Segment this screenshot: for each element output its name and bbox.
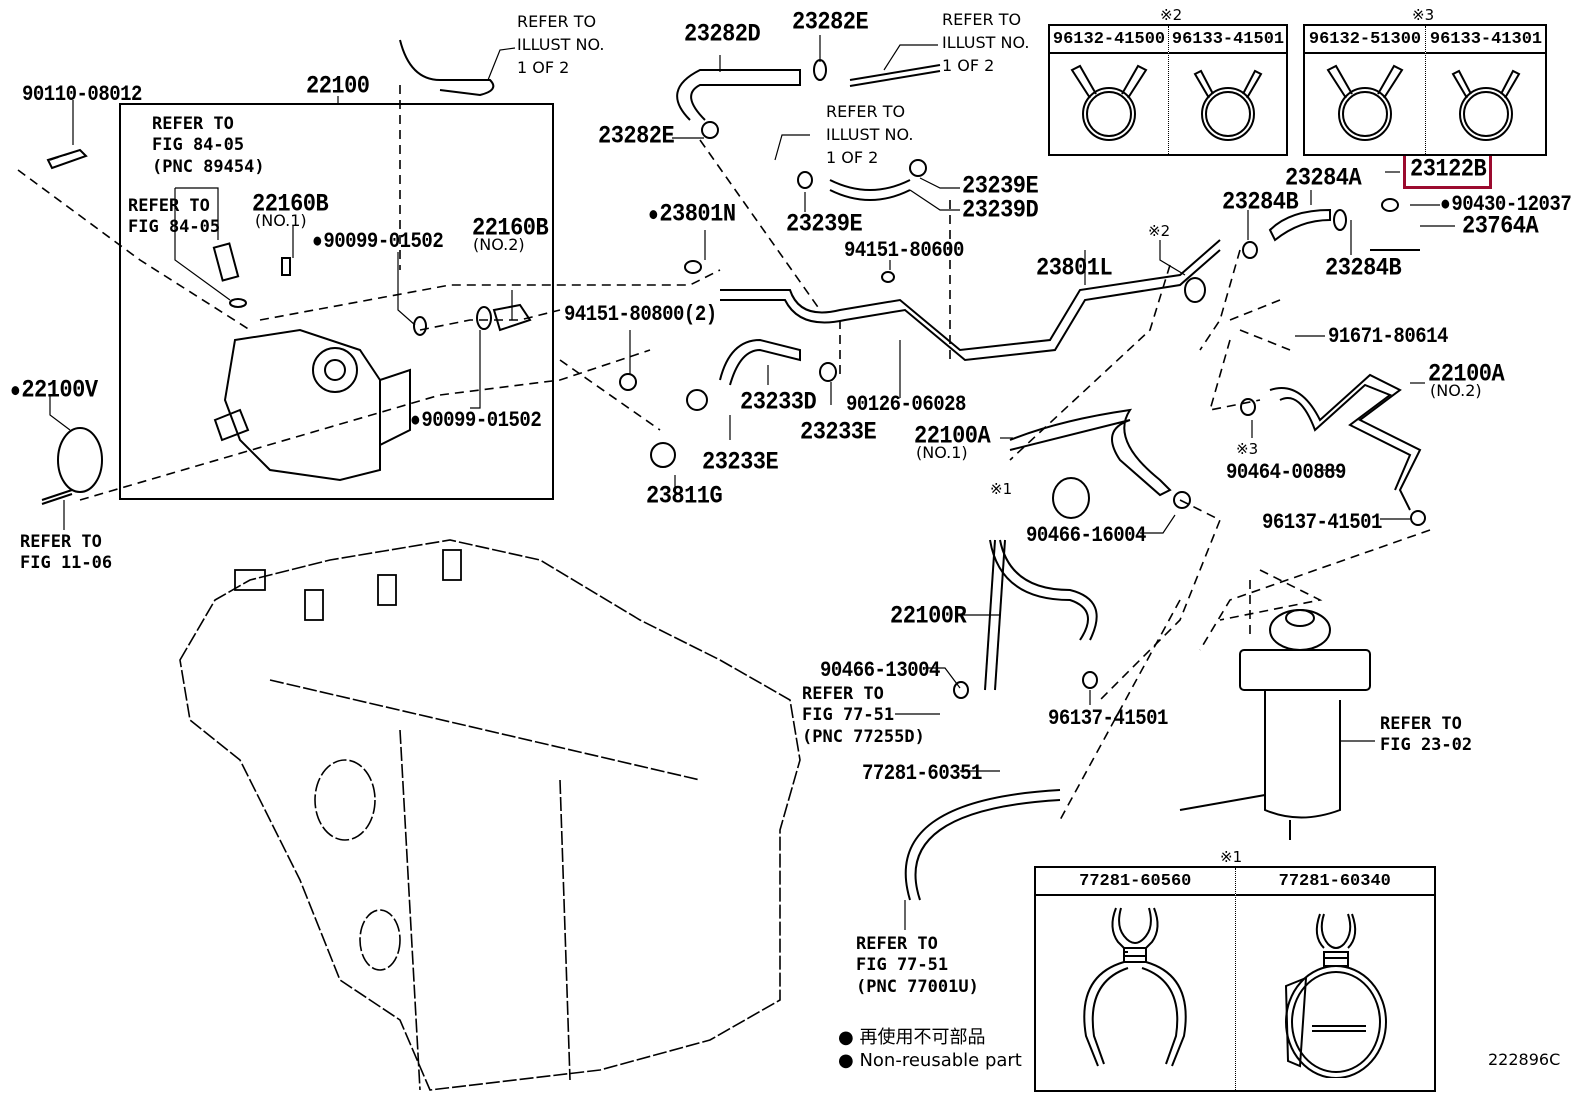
dashed-guide-lines bbox=[17, 85, 1431, 821]
table-header[interactable]: 77281-60340 bbox=[1235, 868, 1434, 896]
part-label-22160b-no1[interactable]: 22160B bbox=[252, 189, 329, 219]
part-label-23233e-right[interactable]: 23233E bbox=[800, 417, 877, 447]
part-label-91671-80614[interactable]: 91671-80614 bbox=[1328, 323, 1448, 349]
part-label-90466-13004[interactable]: 90466-13004 bbox=[820, 657, 940, 683]
part-label-22100v[interactable]: 22100V bbox=[10, 377, 98, 403]
hose-clip-icon bbox=[1236, 896, 1435, 1090]
clamp-table-mark-2: 96132-41500 96133-41501 bbox=[1048, 24, 1288, 156]
figure-code: 222896C bbox=[1488, 1050, 1561, 1069]
part-label-23282e-left[interactable]: 23282E bbox=[598, 121, 675, 151]
part-label-23284b-lower[interactable]: 23284B bbox=[1325, 253, 1402, 283]
part-label-90099-01502-upper[interactable]: 90099-01502 bbox=[312, 230, 443, 253]
fuel-hoses-and-pipes bbox=[399, 39, 1422, 901]
part-label-23811g[interactable]: 23811G bbox=[646, 481, 723, 511]
part-label-96137-41501-right[interactable]: 96137-41501 bbox=[1262, 509, 1382, 535]
part-label-22100r[interactable]: 22100R bbox=[890, 601, 967, 631]
part-label-23239e-left[interactable]: 23239E bbox=[786, 209, 863, 239]
part-label-77281-60351[interactable]: 77281-60351 bbox=[862, 760, 982, 786]
part-label-94151-80600[interactable]: 94151-80600 bbox=[844, 237, 964, 263]
fuel-filter-drawing bbox=[1179, 609, 1371, 840]
spring-clamp-icon bbox=[1305, 54, 1425, 154]
reference-note-illust-1-of-2-top-left[interactable]: REFER TO ILLUST NO. 1 OF 2 bbox=[517, 12, 605, 78]
table-header[interactable]: 77281-60560 bbox=[1036, 868, 1235, 896]
clamp-table-mark-3: 96132-51300 96133-41301 bbox=[1303, 24, 1547, 156]
reference-note-illust-1-of-2-middle[interactable]: REFER TO ILLUST NO. 1 OF 2 bbox=[826, 102, 914, 168]
part-label-22100a-no1[interactable]: 22100A bbox=[914, 421, 991, 451]
table-mark-3: ※3 bbox=[1412, 6, 1435, 24]
part-label-90126-06028[interactable]: 90126-06028 bbox=[846, 391, 966, 417]
table-mark-1: ※1 bbox=[1220, 848, 1243, 866]
table-mark-2: ※2 bbox=[1160, 6, 1183, 24]
part-label-22100a-no2[interactable]: 22100A bbox=[1428, 359, 1505, 389]
reference-note-fig-84-05-pnc[interactable]: REFER TO FIG 84-05 (PNC 89454) bbox=[152, 114, 265, 177]
part-label-22100[interactable]: 22100 bbox=[306, 71, 370, 101]
part-label-90430-12037[interactable]: 90430-12037 bbox=[1440, 193, 1571, 216]
clamp-group-mark-3: ※3 bbox=[1236, 440, 1259, 458]
hose-clip-icon bbox=[1036, 896, 1235, 1090]
part-label-23284b-upper[interactable]: 23284B bbox=[1222, 187, 1299, 217]
part-label-23282d[interactable]: 23282D bbox=[684, 19, 761, 49]
part-sublabel-no2-hose: (NO.2) bbox=[1430, 381, 1482, 400]
reference-note-fig-84-05[interactable]: REFER TO FIG 84-05 bbox=[128, 196, 221, 238]
part-label-23282e-top[interactable]: 23282E bbox=[792, 7, 869, 37]
table-header[interactable]: 96132-41500 bbox=[1050, 26, 1168, 54]
spring-clamp-icon bbox=[1050, 54, 1168, 154]
part-label-23239e-right[interactable]: 23239E bbox=[962, 171, 1039, 201]
table-header[interactable]: 96132-51300 bbox=[1305, 26, 1425, 54]
part-label-23233e-left[interactable]: 23233E bbox=[702, 447, 779, 477]
filled-circle-icon: ● bbox=[838, 1050, 854, 1072]
pump-assembly-box bbox=[119, 103, 554, 500]
part-sublabel-no1-hose: (NO.1) bbox=[916, 443, 968, 462]
legend-item-non-reusable-en: ● Non-reusable part bbox=[838, 1050, 1022, 1072]
spring-clamp-icon bbox=[1169, 54, 1287, 154]
part-sublabel-no2: (NO.2) bbox=[473, 235, 525, 254]
clamp-group-mark-1: ※1 bbox=[990, 480, 1013, 498]
table-header[interactable]: 96133-41301 bbox=[1426, 26, 1546, 54]
part-label-23801l[interactable]: 23801L bbox=[1036, 253, 1113, 283]
engine-ports bbox=[234, 549, 462, 621]
part-label-22160b-no2[interactable]: 22160B bbox=[472, 213, 549, 243]
part-label-23284a[interactable]: 23284A bbox=[1285, 163, 1362, 193]
legend-item-non-reusable-jp: ● 再使用不可部品 bbox=[838, 1027, 986, 1048]
part-label-23764a[interactable]: 23764A bbox=[1462, 211, 1539, 241]
part-label-90466-16004[interactable]: 90466-16004 bbox=[1026, 522, 1146, 548]
reference-note-fig-77-51-pnc-77001u[interactable]: REFER TO FIG 77-51 (PNC 77001U) bbox=[856, 934, 979, 997]
part-label-96137-41501-lower[interactable]: 96137-41501 bbox=[1048, 705, 1168, 731]
high-pressure-pump-drawing bbox=[41, 148, 532, 505]
part-label-23122b[interactable]: 23122B bbox=[1410, 154, 1487, 184]
reference-note-fig-23-02[interactable]: REFER TO FIG 23-02 bbox=[1380, 714, 1473, 756]
part-label-90099-01502-lower[interactable]: 90099-01502 bbox=[410, 409, 541, 432]
legend: ● 再使用不可部品 ● Non-reusable part bbox=[838, 1026, 1022, 1073]
part-label-94151-80800[interactable]: 94151-80800(2) bbox=[564, 301, 717, 327]
part-sublabel-no1: (NO.1) bbox=[255, 211, 307, 230]
engine-block-drawing bbox=[179, 539, 801, 1091]
part-label-23233d[interactable]: 23233D bbox=[740, 387, 817, 417]
part-label-23239d[interactable]: 23239D bbox=[962, 195, 1039, 225]
clip-table-mark-1: 77281-60560 77281-60340 bbox=[1034, 866, 1436, 1092]
reference-note-illust-1-of-2-top-right[interactable]: REFER TO ILLUST NO. 1 OF 2 bbox=[942, 10, 1030, 76]
reference-note-fig-11-06[interactable]: REFER TO FIG 11-06 bbox=[20, 532, 113, 574]
filled-circle-icon: ● bbox=[838, 1027, 854, 1048]
reference-note-fig-77-51-pnc-77255d[interactable]: REFER TO FIG 77-51 (PNC 77255D) bbox=[802, 684, 925, 747]
part-label-23801n[interactable]: 23801N bbox=[648, 201, 736, 227]
part-label-90464-00889[interactable]: 90464-00889 bbox=[1226, 459, 1346, 485]
table-header[interactable]: 96133-41501 bbox=[1169, 26, 1287, 54]
spring-clamp-icon bbox=[1426, 54, 1546, 154]
clamp-group-mark-2: ※2 bbox=[1148, 222, 1171, 240]
part-label-90110-08012[interactable]: 90110-08012 bbox=[22, 81, 142, 107]
